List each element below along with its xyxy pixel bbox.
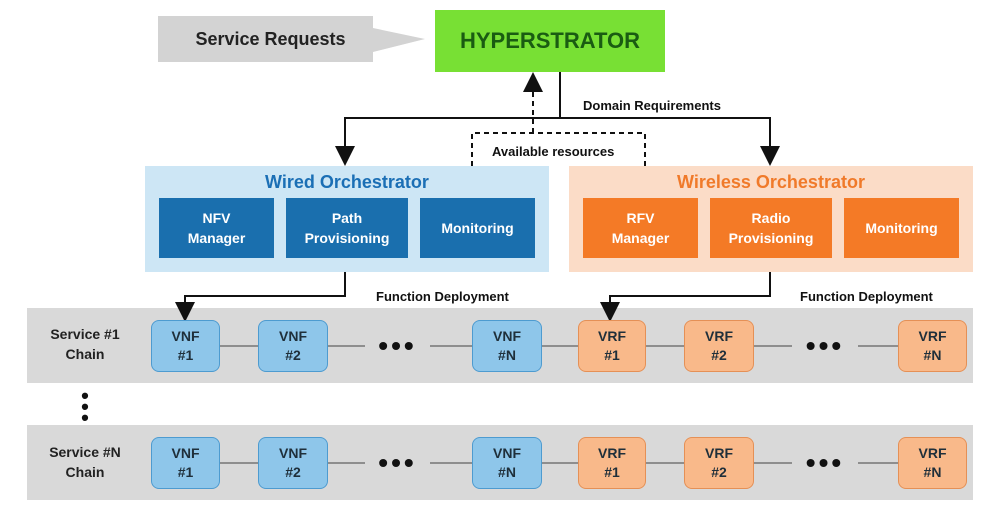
chain1-vrf-ellipsis: ••• — [805, 330, 845, 361]
chains-vertical-ellipsis: • • • — [81, 382, 89, 430]
wired-monitoring-box: Monitoring — [420, 198, 535, 258]
wired-orchestrator-panel: Wired Orchestrator NFV Manager Path Prov… — [145, 166, 549, 272]
chainN-vnf-1: VNF #1 — [151, 437, 220, 489]
chainN-vnf-2: VNF #2 — [258, 437, 328, 489]
chainN-vrf-n: VRF #N — [898, 437, 967, 489]
path-provisioning-box: Path Provisioning — [286, 198, 408, 258]
chain1-vnf-ellipsis: ••• — [378, 330, 417, 361]
chain1-vnf-2: VNF #2 — [258, 320, 328, 372]
wireless-orchestrator-title: Wireless Orchestrator — [677, 171, 865, 192]
chainN-vrf-2: VRF #2 — [684, 437, 754, 489]
chainN-vnf-n: VNF #N — [472, 437, 542, 489]
wired-orchestrator-title: Wired Orchestrator — [265, 171, 429, 192]
available-resources-dashed — [471, 132, 646, 166]
chain1-vrf-1: VRF #1 — [578, 320, 646, 372]
function-deploy-wireless-line — [600, 272, 771, 322]
chainN-vnf-ellipsis: ••• — [378, 447, 417, 478]
chain1-vnf-1: VNF #1 — [151, 320, 220, 372]
chain1-vrf-n: VRF #N — [898, 320, 967, 372]
domain-req-line — [335, 72, 561, 166]
domain-req-line-right — [560, 117, 780, 166]
chainN-vrf-1: VRF #1 — [578, 437, 646, 489]
service-chain-n-label: Service #N Chain — [49, 444, 121, 480]
nfv-manager-box: NFV Manager — [159, 198, 274, 258]
function-deploy-wired-line — [175, 272, 346, 322]
function-deployment-left-label: Function Deployment — [376, 289, 509, 304]
radio-provisioning-box: Radio Provisioning — [710, 198, 832, 258]
wireless-orchestrator-panel: Wireless Orchestrator RFV Manager Radio … — [569, 166, 973, 272]
service-requests-label: Service Requests — [195, 28, 346, 49]
chain1-vnf-n: VNF #N — [472, 320, 542, 372]
function-deployment-right-label: Function Deployment — [800, 289, 933, 304]
hyperstrator-box: HYPERSTRATOR — [435, 10, 665, 72]
chainN-vrf-ellipsis: ••• — [805, 447, 845, 478]
chain1-vrf-2: VRF #2 — [684, 320, 754, 372]
service-requests: Service Requests — [158, 16, 393, 62]
wireless-monitoring-box: Monitoring — [844, 198, 959, 258]
available-resources-label: Available resources — [490, 144, 617, 159]
rfv-manager-box: RFV Manager — [583, 198, 698, 258]
service-requests-arrow — [158, 16, 425, 62]
service-chain-1-label: Service #1 Chain — [50, 326, 120, 362]
domain-requirements-label: Domain Requirements — [583, 98, 721, 113]
